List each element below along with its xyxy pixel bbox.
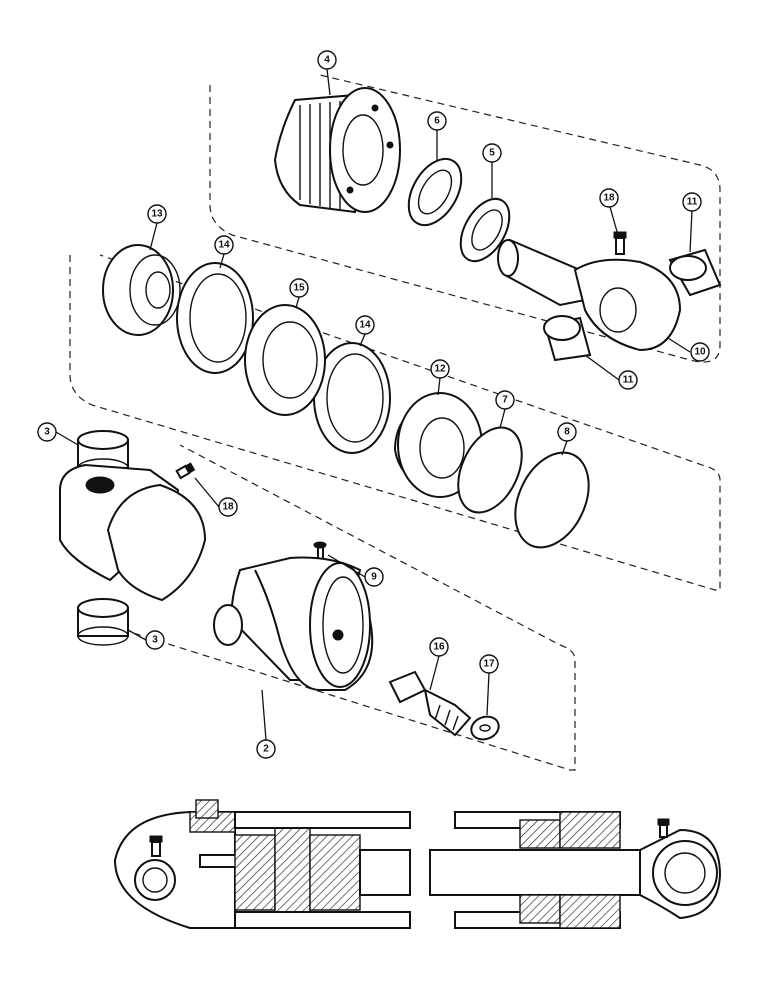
svg-text:11: 11 — [623, 375, 634, 386]
svg-text:17: 17 — [483, 659, 495, 670]
bushing-left-lower — [77, 598, 129, 646]
svg-text:18: 18 — [222, 502, 234, 513]
wear-ring — [459, 197, 511, 263]
callout-18-top: 18 — [599, 188, 619, 208]
callout-12: 12 — [430, 359, 450, 379]
grease-fitting-left — [175, 462, 196, 480]
svg-text:14: 14 — [218, 240, 230, 251]
svg-text:16: 16 — [433, 642, 445, 653]
callout-11-bottom: 11 — [618, 370, 638, 390]
o-ring — [457, 426, 523, 514]
callout-7: 7 — [495, 390, 515, 410]
grease-fitting-top — [613, 231, 627, 255]
wiper-ring — [244, 304, 326, 416]
callout-5: 5 — [482, 143, 502, 163]
callout-15: 15 — [289, 278, 309, 298]
svg-text:3: 3 — [44, 427, 50, 438]
base-end-clevis — [59, 463, 207, 602]
callout-leaders — [55, 68, 693, 741]
callout-2: 2 — [256, 739, 276, 759]
set-screw — [313, 541, 327, 560]
rod-seal-upper — [176, 262, 254, 374]
svg-text:2: 2 — [263, 744, 269, 755]
svg-text:11: 11 — [687, 197, 698, 208]
gland-nut — [102, 244, 181, 336]
svg-text:9: 9 — [371, 572, 377, 583]
callout-3-top: 3 — [37, 422, 57, 442]
check-valve-fitting — [388, 670, 472, 737]
seal — [407, 157, 463, 227]
rod-seal-lower — [313, 342, 391, 454]
callout-9: 9 — [364, 567, 384, 587]
svg-text:15: 15 — [293, 283, 305, 294]
callout-10: 10 — [690, 342, 710, 362]
assembled-cross-section — [113, 799, 722, 929]
piston-rod-eye — [497, 238, 682, 352]
backup-ring — [514, 451, 590, 549]
callout-4: 4 — [317, 50, 337, 70]
svg-text:7: 7 — [502, 395, 508, 406]
callout-6: 6 — [427, 111, 447, 131]
callout-8: 8 — [557, 422, 577, 442]
callout-13: 13 — [147, 204, 167, 224]
cylinder-tube — [213, 556, 374, 691]
assembly-outline-middle — [69, 254, 721, 591]
svg-text:14: 14 — [359, 320, 371, 331]
callout-11-top: 11 — [682, 192, 702, 212]
washer — [470, 715, 500, 741]
bushing-lower — [543, 315, 592, 362]
svg-text:3: 3 — [152, 635, 158, 646]
svg-text:18: 18 — [603, 193, 615, 204]
callout-14-bottom: 14 — [355, 315, 375, 335]
svg-text:8: 8 — [564, 427, 570, 438]
svg-text:13: 13 — [151, 209, 163, 220]
svg-text:12: 12 — [434, 364, 446, 375]
assembly-outline-upper — [209, 74, 721, 363]
callout-3-bottom: 3 — [145, 630, 165, 650]
callout-17: 17 — [479, 654, 499, 674]
svg-text:10: 10 — [694, 347, 706, 358]
piston — [273, 87, 401, 214]
callout-16: 16 — [429, 637, 449, 657]
callout-14-top: 14 — [214, 235, 234, 255]
callout-18-left: 18 — [218, 497, 238, 517]
svg-text:5: 5 — [489, 148, 495, 159]
svg-text:4: 4 — [324, 55, 330, 66]
svg-text:6: 6 — [434, 116, 440, 127]
bushing-upper — [668, 248, 722, 297]
